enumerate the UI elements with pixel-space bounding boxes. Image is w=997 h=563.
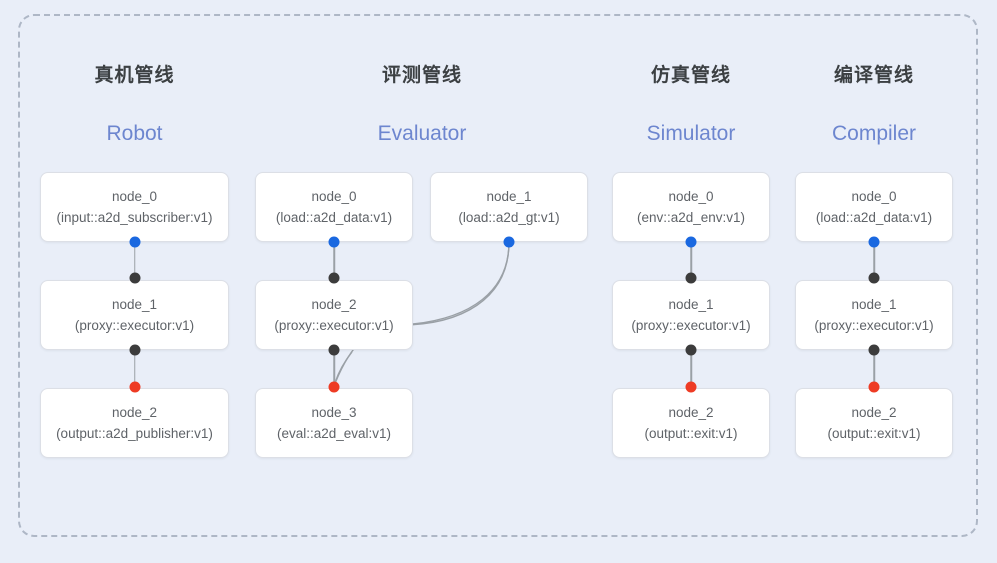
node-name: node_2 xyxy=(111,405,158,420)
node-compiler-node_2[interactable]: node_2 (output::exit:v1) xyxy=(795,388,953,458)
connector-compiler-1-2 xyxy=(873,350,875,387)
node-evaluator-node_0[interactable]: node_0 (load::a2d_data:v1) xyxy=(255,172,413,242)
node-evaluator-node_1[interactable]: node_1 (load::a2d_gt:v1) xyxy=(430,172,588,242)
column-title-evaluator: 评测管线 xyxy=(381,65,462,86)
port-robot-node_1-input[interactable] xyxy=(129,272,140,284)
node-compiler-node_0[interactable]: node_0 (load::a2d_data:v1) xyxy=(795,172,953,242)
node-robot-node_0[interactable]: node_0 (input::a2d_subscriber:v1) xyxy=(40,172,229,242)
port-simulator-node_0-output[interactable] xyxy=(685,236,697,248)
node-name: node_2 xyxy=(851,405,897,420)
pipeline-column-evaluator: 评测管线 Evaluator xyxy=(255,0,589,563)
node-type: (eval::a2d_eval:v1) xyxy=(276,426,392,441)
node-compiler-node_1[interactable]: node_1 (proxy::executor:v1) xyxy=(795,280,953,350)
column-title-robot: 真机管线 xyxy=(94,65,175,86)
port-simulator-node_2-input[interactable] xyxy=(685,381,697,393)
port-evaluator-node_0-output[interactable] xyxy=(328,236,340,248)
node-robot-node_1[interactable]: node_1 (proxy::executor:v1) xyxy=(40,280,229,350)
pipeline-column-robot: 真机管线 Robot xyxy=(40,0,229,563)
node-simulator-node_1[interactable]: node_1 (proxy::executor:v1) xyxy=(612,280,770,350)
connector-simulator-0-1 xyxy=(690,242,692,278)
port-robot-node_1-output[interactable] xyxy=(129,344,140,356)
node-type: (load::a2d_data:v1) xyxy=(275,210,393,225)
port-compiler-node_2-input[interactable] xyxy=(868,381,880,393)
node-name: node_3 xyxy=(311,405,357,420)
node-type: (load::a2d_data:v1) xyxy=(815,210,933,225)
port-simulator-node_1-output[interactable] xyxy=(685,344,697,356)
node-simulator-node_2[interactable]: node_2 (output::exit:v1) xyxy=(612,388,770,458)
node-name: node_1 xyxy=(486,189,532,204)
node-type: (proxy::executor:v1) xyxy=(814,318,934,333)
column-subtitle-robot: Robot xyxy=(106,122,163,145)
port-evaluator-node_3-input[interactable] xyxy=(328,381,340,393)
port-evaluator-node_2-input[interactable] xyxy=(328,272,340,284)
connector-simulator-1-2 xyxy=(690,350,692,387)
column-subtitle-evaluator: Evaluator xyxy=(377,122,467,145)
node-name: node_2 xyxy=(668,405,714,420)
pipeline-column-simulator: 仿真管线 Simulator xyxy=(612,0,770,563)
node-type: (load::a2d_gt:v1) xyxy=(458,210,560,225)
node-name: node_1 xyxy=(668,297,714,312)
pipeline-column-compiler: 编译管线 Compiler xyxy=(795,0,953,563)
node-type: (output::exit:v1) xyxy=(827,426,921,441)
node-evaluator-node_3[interactable]: node_3 (eval::a2d_eval:v1) xyxy=(255,388,413,458)
connector-compiler-0-1 xyxy=(873,242,875,278)
column-subtitle-simulator: Simulator xyxy=(646,122,736,145)
node-name: node_0 xyxy=(311,189,357,204)
node-name: node_1 xyxy=(851,297,897,312)
node-type: (env::a2d_env:v1) xyxy=(636,210,746,225)
pipeline-group-frame xyxy=(18,14,978,537)
node-name: node_1 xyxy=(111,297,158,312)
node-name: node_0 xyxy=(111,189,158,204)
node-name: node_0 xyxy=(668,189,714,204)
port-evaluator-node_1-output[interactable] xyxy=(503,236,515,248)
node-type: (proxy::executor:v1) xyxy=(274,318,394,333)
column-title-simulator: 仿真管线 xyxy=(650,65,731,86)
port-compiler-node_1-output[interactable] xyxy=(868,344,880,356)
port-simulator-node_1-input[interactable] xyxy=(685,272,697,284)
port-compiler-node_0-output[interactable] xyxy=(868,236,880,248)
port-compiler-node_1-input[interactable] xyxy=(868,272,880,284)
node-type: (output::exit:v1) xyxy=(644,426,738,441)
connector-robot-0-1 xyxy=(133,242,136,278)
node-type: (input::a2d_subscriber:v1) xyxy=(56,210,213,225)
column-title-compiler: 编译管线 xyxy=(833,65,914,86)
port-robot-node_2-input[interactable] xyxy=(129,381,140,393)
node-name: node_0 xyxy=(851,189,897,204)
node-type: (proxy::executor:v1) xyxy=(74,318,195,333)
column-subtitle-compiler: Compiler xyxy=(831,122,917,145)
node-simulator-node_0[interactable]: node_0 (env::a2d_env:v1) xyxy=(612,172,770,242)
node-name: node_2 xyxy=(311,297,357,312)
node-evaluator-node_2[interactable]: node_2 (proxy::executor:v1) xyxy=(255,280,413,350)
node-robot-node_2[interactable]: node_2 (output::a2d_publisher:v1) xyxy=(40,388,229,458)
connector-robot-1-2 xyxy=(133,350,136,387)
node-type: (proxy::executor:v1) xyxy=(631,318,751,333)
port-robot-node_0-output[interactable] xyxy=(129,236,140,248)
node-type: (output::a2d_publisher:v1) xyxy=(56,426,213,441)
port-evaluator-node_2-output[interactable] xyxy=(328,344,340,356)
